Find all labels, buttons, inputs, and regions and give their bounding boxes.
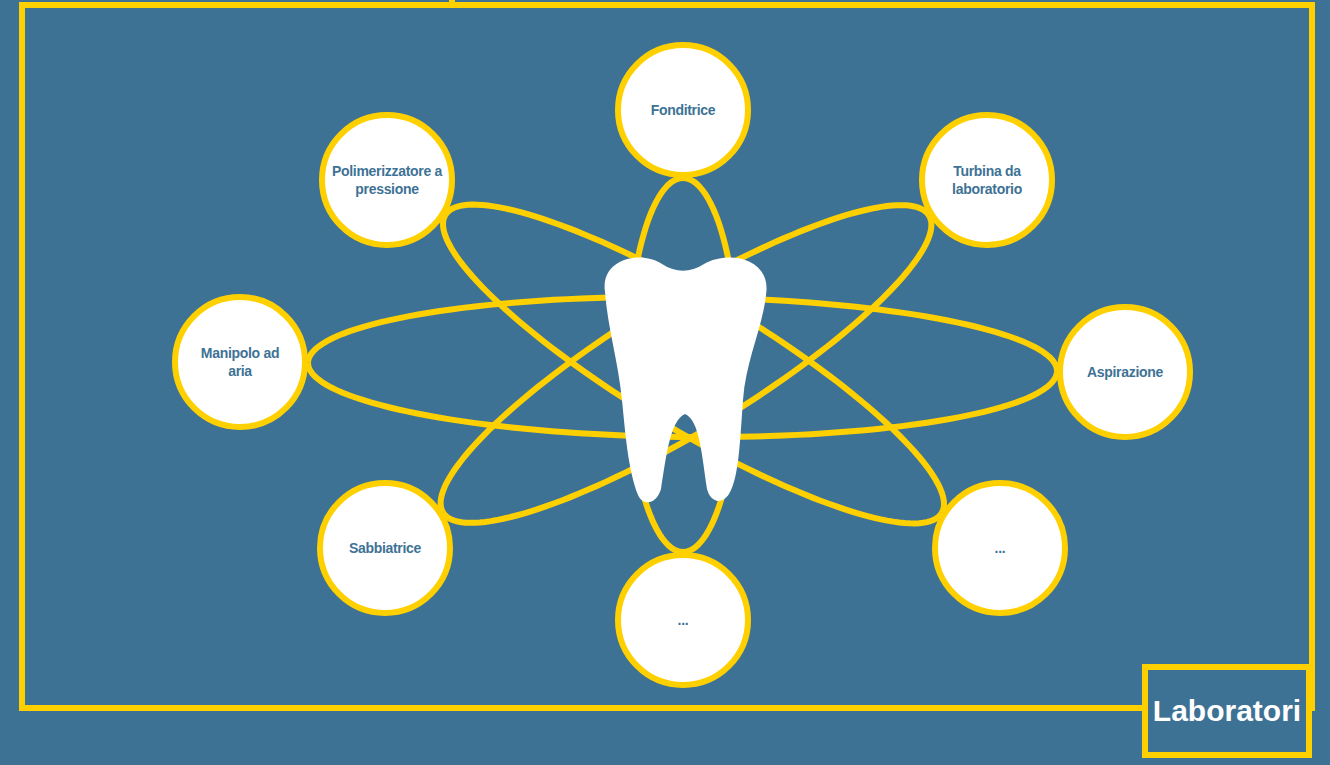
equipment-label: ...	[995, 539, 1006, 557]
node-content: Polimerizzatore a pressione	[319, 112, 455, 248]
equipment-label: ...	[678, 611, 689, 629]
equipment-circle: ...	[615, 552, 751, 688]
frame-tick	[449, 0, 455, 8]
frame-border	[22, 5, 1312, 708]
circle-shape	[320, 483, 450, 613]
circle-shape	[175, 297, 305, 427]
node-content: Sabbiatrice	[317, 480, 453, 616]
tooth-illustration	[605, 257, 767, 502]
equipment-label: Polimerizzatore a pressione	[328, 162, 446, 198]
circle-outline	[919, 112, 1055, 248]
section-tab: Laboratori	[1142, 664, 1312, 758]
equipment-label: Aspirazione	[1087, 363, 1163, 381]
equipment-circle: Turbina da laboratorio	[919, 112, 1055, 248]
circle-shape	[922, 115, 1052, 245]
equipment-circle: Sabbiatrice	[317, 480, 453, 616]
circle-shape	[935, 483, 1065, 613]
orbit-arc	[443, 215, 931, 522]
node-content: Fonditrice	[615, 42, 751, 178]
equipment-label: Sabbiatrice	[349, 539, 421, 557]
node-content: Aspirazione	[1057, 304, 1193, 440]
equipment-label: Fonditrice	[651, 101, 716, 119]
equipment-label: Turbina da laboratorio	[937, 162, 1037, 198]
node-content: Manipolo ad aria	[172, 294, 308, 430]
node-content: ...	[615, 552, 751, 688]
circle-outline	[319, 112, 455, 248]
section-title: Laboratori	[1153, 694, 1301, 728]
equipment-circle: Fonditrice	[615, 42, 751, 178]
equipment-label: Manipolo ad aria	[200, 344, 280, 380]
orbit-arc	[445, 205, 944, 513]
orbit-arc	[441, 205, 929, 512]
node-content: ...	[932, 480, 1068, 616]
equipment-circle: Polimerizzatore a pressione	[319, 112, 455, 248]
circle-shape	[618, 45, 748, 175]
circle-outline	[172, 294, 308, 430]
circle-shape	[322, 115, 452, 245]
orbit-arc	[443, 215, 942, 523]
circle-shape	[1060, 307, 1190, 437]
circle-shape	[618, 555, 748, 685]
node-content: Laboratori	[1148, 670, 1306, 752]
equipment-circle: ...	[932, 480, 1068, 616]
equipment-circle: Manipolo ad aria	[172, 294, 308, 430]
equipment-circle: Aspirazione	[1057, 304, 1193, 440]
node-content: Turbina da laboratorio	[919, 112, 1055, 248]
